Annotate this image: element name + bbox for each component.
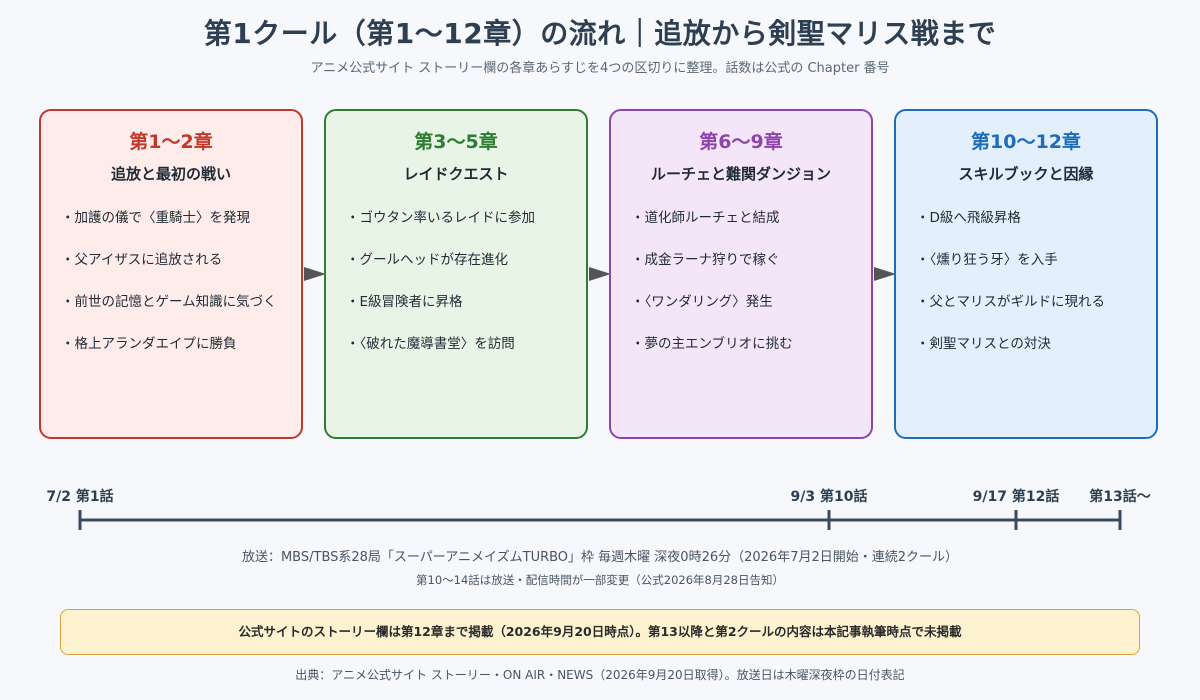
phase-event: 〈破れた魔導書堂〉を訪問 [346,334,566,376]
notice-text: 公式サイトのストーリー欄は第12章まで掲載（2026年9月20日時点）。第13以… [238,624,962,639]
flow-arrow-icon [874,267,896,281]
broadcast-timeline: 7/2 第1話 9/3 第10話 9/17 第12話 第13話〜 [46,488,1151,530]
timeline-marker-label: 9/17 第12話 [973,488,1060,505]
phase-range: 第3〜5章 [414,131,498,153]
phase-name: 追放と最初の戦い [110,165,231,183]
broadcast-info: 放送：MBS/TBS系28局「スーパーアニメイズムTURBO」枠 毎週木曜 深夜… [241,550,959,565]
phase-card-2: 第3〜5章 レイドクエスト ゴウタン率いるレイドに参加 グールヘッドが存在進化 … [324,109,588,439]
page-subtitle: アニメ公式サイト ストーリー欄の各章あらすじを4つの区切りに整理。話数は公式の … [310,61,890,76]
flow-arrow-icon [589,267,611,281]
phase-event: 格上アランダエイプに勝負 [61,334,281,376]
phase-event: 父とマリスがギルドに現れる [916,292,1136,334]
phase-event: 前世の記憶とゲーム知識に気づく [61,292,281,334]
phase-event: E級冒険者に昇格 [346,292,566,334]
phase-event: 剣聖マリスとの対決 [916,334,1136,376]
timeline-marker-label: 第13話〜 [1089,488,1150,505]
page-title: 第1クール（第1〜12章）の流れ｜追放から剣聖マリス戦まで [203,17,997,50]
phase-name: ルーチェと難関ダンジョン [650,165,831,183]
phase-name: レイドクエスト [403,165,509,183]
phase-name: スキルブックと因縁 [958,165,1094,183]
phase-card-1: 第1〜2章 追放と最初の戦い 加護の儀で〈重騎士〉を発現 父アイザスに追放される… [39,109,303,439]
phase-events: D級へ飛級昇格 〈燻り狂う牙〉を入手 父とマリスがギルドに現れる 剣聖マリスとの… [916,208,1136,376]
schedule-note: 第10〜14話は放送・配信時間が一部変更（公式2026年8月28日告知） [416,573,784,587]
phase-range: 第6〜9章 [699,131,783,153]
phase-event: 夢の主エンブリオに挑む [631,334,851,376]
phase-events: 加護の儀で〈重騎士〉を発現 父アイザスに追放される 前世の記憶とゲーム知識に気づ… [61,208,281,376]
phase-event: 成金ラーナ狩りで稼ぐ [631,250,851,292]
phase-event: 父アイザスに追放される [61,250,281,292]
phase-event: ゴウタン率いるレイドに参加 [346,208,566,250]
phase-range: 第10〜12章 [971,131,1081,153]
phase-event: グールヘッドが存在進化 [346,250,566,292]
phase-event: 道化師ルーチェと結成 [631,208,851,250]
phase-events: 道化師ルーチェと結成 成金ラーナ狩りで稼ぐ 〈ワンダリング〉発生 夢の主エンブリ… [631,208,851,376]
source-note: 出典：アニメ公式サイト ストーリー・ON AIR・NEWS（2026年9月20日… [295,668,905,682]
timeline-marker-label: 9/3 第10話 [791,488,868,505]
flow-arrow-icon [304,267,326,281]
phase-event: 〈ワンダリング〉発生 [631,292,851,334]
phase-event: 加護の儀で〈重騎士〉を発現 [61,208,281,250]
phase-card-3: 第6〜9章 ルーチェと難関ダンジョン 道化師ルーチェと結成 成金ラーナ狩りで稼ぐ… [609,109,873,439]
timeline-marker-label: 7/2 第1話 [46,488,113,505]
phase-event: D級へ飛級昇格 [916,208,1136,250]
notice-banner: 公式サイトのストーリー欄は第12章まで掲載（2026年9月20日時点）。第13以… [60,609,1140,655]
phase-events: ゴウタン率いるレイドに参加 グールヘッドが存在進化 E級冒険者に昇格 〈破れた魔… [346,208,566,376]
phase-event: 〈燻り狂う牙〉を入手 [916,250,1136,292]
phase-card-4: 第10〜12章 スキルブックと因縁 D級へ飛級昇格 〈燻り狂う牙〉を入手 父とマ… [894,109,1158,439]
phase-range: 第1〜2章 [129,131,213,153]
